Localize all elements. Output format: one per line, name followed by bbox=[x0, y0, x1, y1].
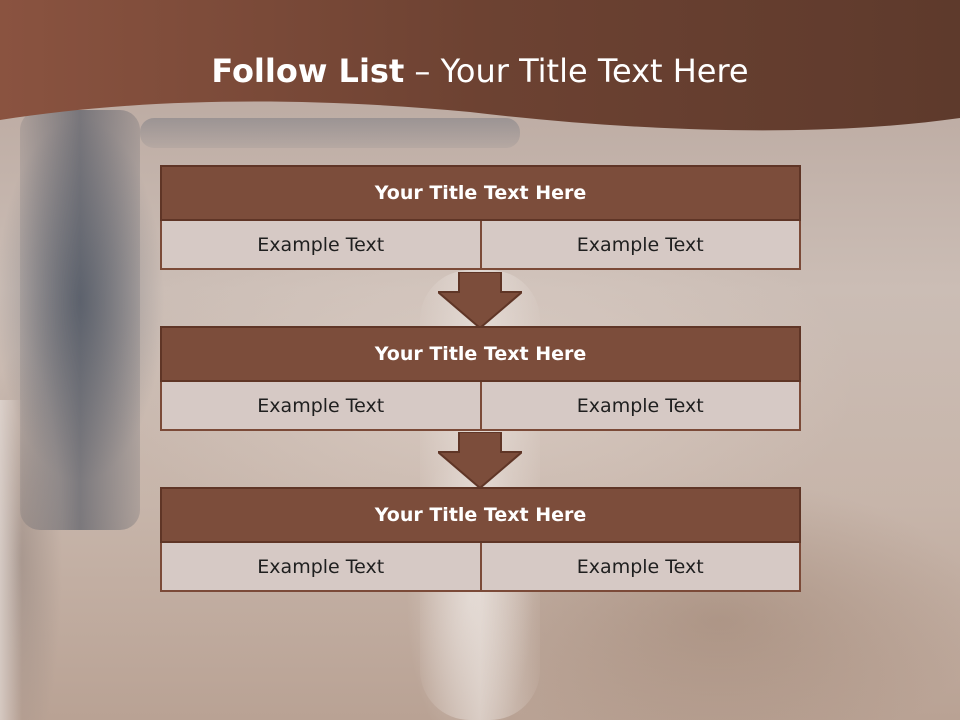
header-banner bbox=[0, 0, 960, 140]
block-cell-right: Example Text bbox=[479, 221, 801, 270]
block-cells: Example Text Example Text bbox=[160, 221, 801, 270]
block-cell-right: Example Text bbox=[479, 382, 801, 431]
down-arrow-icon bbox=[438, 272, 522, 328]
down-arrow-icon bbox=[438, 432, 522, 488]
background-rod bbox=[140, 118, 520, 148]
block-title: Your Title Text Here bbox=[160, 165, 801, 221]
block-cells: Example Text Example Text bbox=[160, 543, 801, 592]
block-cell-left: Example Text bbox=[160, 543, 482, 592]
slide-title-rest: – Your Title Text Here bbox=[404, 52, 749, 90]
block-cell-left: Example Text bbox=[160, 382, 482, 431]
block-cells: Example Text Example Text bbox=[160, 382, 801, 431]
block-title: Your Title Text Here bbox=[160, 326, 801, 382]
list-block-2: Your Title Text Here Example Text Exampl… bbox=[160, 326, 801, 431]
block-title: Your Title Text Here bbox=[160, 487, 801, 543]
slide-title-bold: Follow List bbox=[211, 52, 405, 90]
block-cell-left: Example Text bbox=[160, 221, 482, 270]
slide-title: Follow List – Your Title Text Here bbox=[0, 52, 960, 90]
background-edge bbox=[0, 400, 22, 720]
block-cell-right: Example Text bbox=[479, 543, 801, 592]
background-pipe bbox=[20, 110, 140, 530]
list-block-1: Your Title Text Here Example Text Exampl… bbox=[160, 165, 801, 270]
list-block-3: Your Title Text Here Example Text Exampl… bbox=[160, 487, 801, 592]
